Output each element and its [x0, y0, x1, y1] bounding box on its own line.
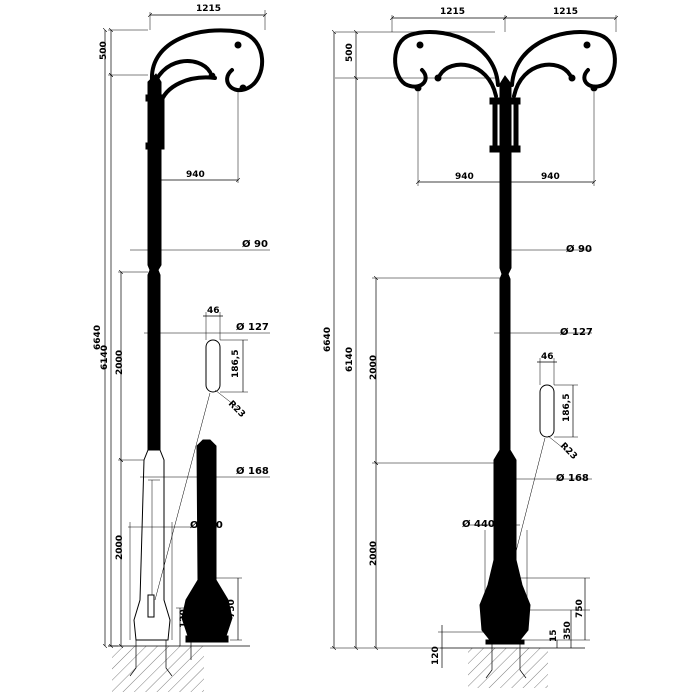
right-base-gap-label: 15 [549, 629, 559, 642]
left-slot-height-label: 186,5 [231, 350, 241, 378]
left-pole-drawing: 1215 500 6640 6140 2000 2000 940 [93, 4, 270, 692]
right-ground-hatch [468, 648, 548, 688]
right-base-diameter-label: Ø 440 [462, 518, 495, 530]
right-lower-section-label: 2000 [369, 541, 379, 566]
left-ground-hatch [112, 646, 204, 692]
right-base-height-label: 750 [575, 599, 585, 618]
right-slot-width-label: 46 [541, 352, 554, 362]
right-arm-height-label: 500 [345, 43, 355, 62]
left-slot-detail: 46 186,5 R23 [203, 306, 248, 420]
left-slot-radius-label: R23 [226, 399, 247, 420]
right-pole-shaft [479, 75, 531, 645]
left-top-diameter-label: Ø 90 [242, 238, 268, 250]
left-lower-diameter-label: Ø 168 [236, 465, 269, 477]
left-arm-span-label: 1215 [196, 4, 221, 14]
right-anchor-depth-label: 120 [431, 646, 441, 665]
right-decorative-arms [393, 30, 617, 98]
right-slot-height-label: 186,5 [562, 394, 572, 422]
left-arm-height-label: 500 [99, 41, 109, 60]
left-anchor-bolts [129, 640, 192, 677]
right-base-lower-label: 350 [563, 621, 573, 640]
left-base-enlarged [181, 439, 233, 643]
left-pole-shaft [133, 73, 171, 641]
left-total-height-label: 6640 [93, 325, 103, 350]
left-slot-width-label: 46 [207, 306, 220, 316]
left-decorative-arm [149, 28, 264, 107]
left-lower-section-label: 2000 [115, 535, 125, 560]
right-arm-span-left-label: 1215 [440, 7, 465, 17]
right-shaft-height-label: 6140 [345, 347, 355, 372]
left-base-height-label: 750 [227, 599, 237, 618]
right-arm-reach-left-label: 940 [455, 172, 474, 182]
left-mid-diameter-label: Ø 127 [236, 321, 269, 333]
right-total-height-label: 6640 [323, 327, 333, 352]
left-upper-section-label: 2000 [115, 350, 125, 375]
right-arm-span-right-label: 1215 [553, 7, 578, 17]
right-mid-diameter-label: Ø 127 [560, 326, 593, 338]
right-arm-reach-right-label: 940 [541, 172, 560, 182]
right-lower-diameter-label: Ø 168 [556, 472, 589, 484]
left-anchor-depth-label: 120 [179, 609, 189, 628]
right-slot-radius-label: R23 [558, 441, 579, 462]
left-arm-reach-label: 940 [186, 170, 205, 180]
left-shaft-height-label: 6140 [100, 345, 110, 370]
right-top-diameter-label: Ø 90 [566, 243, 592, 255]
left-base-diameter-label: Ø 440 [190, 519, 223, 531]
right-pole-drawing: 1215 1215 500 6640 6140 2000 2000 [323, 7, 616, 688]
right-upper-section-label: 2000 [369, 355, 379, 380]
right-anchor-bolts [485, 644, 527, 679]
